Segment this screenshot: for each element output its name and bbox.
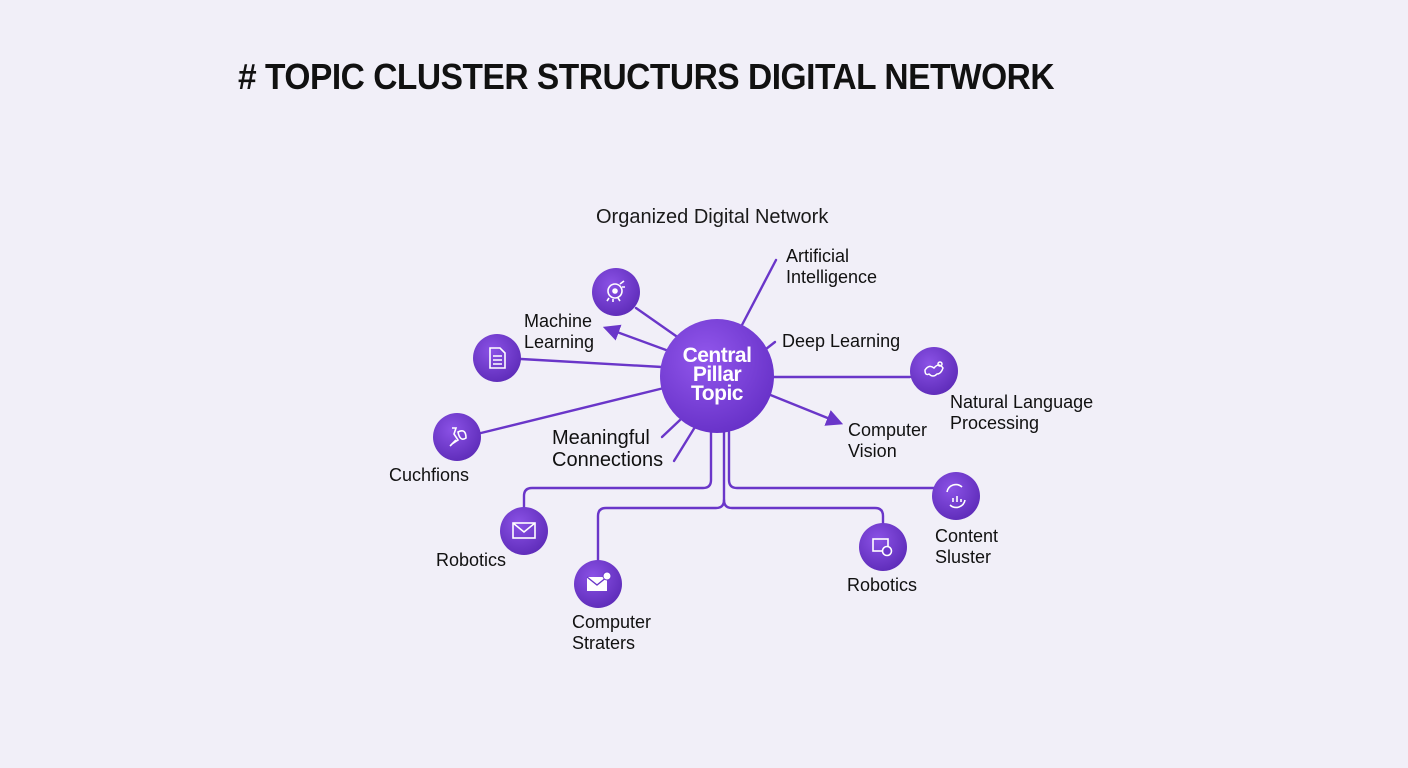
edge-deep-learning [764,340,777,351]
label-content-cluster: Content Sluster [935,526,999,567]
page-title: # TOPIC CLUSTER STRUCTURS DIGITAL NETWOR… [238,56,1055,97]
node-computer-straters[interactable] [574,560,622,608]
label-computer-straters: Computer Straters [572,612,652,653]
label-robotics-right: Robotics [847,575,918,595]
label-computer-vision: Computer Vision [848,420,928,461]
refresh-chart-icon [946,483,966,509]
label-meaningful-connections: Meaningful Connections [552,427,664,471]
edge-meaningful-1 [660,418,682,439]
label-cuchtions: Cuchfions [389,465,470,485]
node-nlp[interactable] [910,347,958,395]
edge-artificial-intelligence [740,258,778,327]
node-content-cluster[interactable] [932,472,980,520]
envelope-badge-icon [586,571,612,591]
figure-leaf-icon [449,427,467,447]
gear-brain-icon [606,280,625,302]
central-pillar-node[interactable] [660,319,774,433]
label-artificial-intelligence: Artificial Intelligence [786,246,878,287]
node-gear-brain[interactable] [592,268,640,316]
node-cuchtions[interactable] [433,413,481,461]
edge-cuchtions-node [479,386,666,435]
node-robotics-left[interactable] [500,507,548,555]
document-icon [489,347,506,369]
label-deep-learning: Deep Learning [782,331,901,351]
label-natural-language-processing: Natural Language Processing [950,392,1094,433]
diagram-subtitle: Organized Digital Network [596,206,829,228]
central-pillar-label: Central Pillar Topic [682,344,752,405]
monitor-gear-icon [872,538,893,557]
envelope-icon [512,522,536,539]
edge-computer-vision [766,392,844,426]
edge-document-node [519,357,664,369]
edge-machine-learning [602,324,668,352]
edge-gear-node [634,306,678,338]
node-robotics-right[interactable] [859,523,907,571]
edge-meaningful-2 [672,425,697,463]
edge-robotics-left [522,430,713,510]
label-robotics-left: Robotics [436,550,507,570]
edge-content-cluster [727,430,936,490]
label-machine-learning: Machine Learning [524,311,595,352]
edge-robotics-right [722,498,885,526]
network-map-icon [924,361,944,377]
node-document[interactable] [473,334,521,382]
